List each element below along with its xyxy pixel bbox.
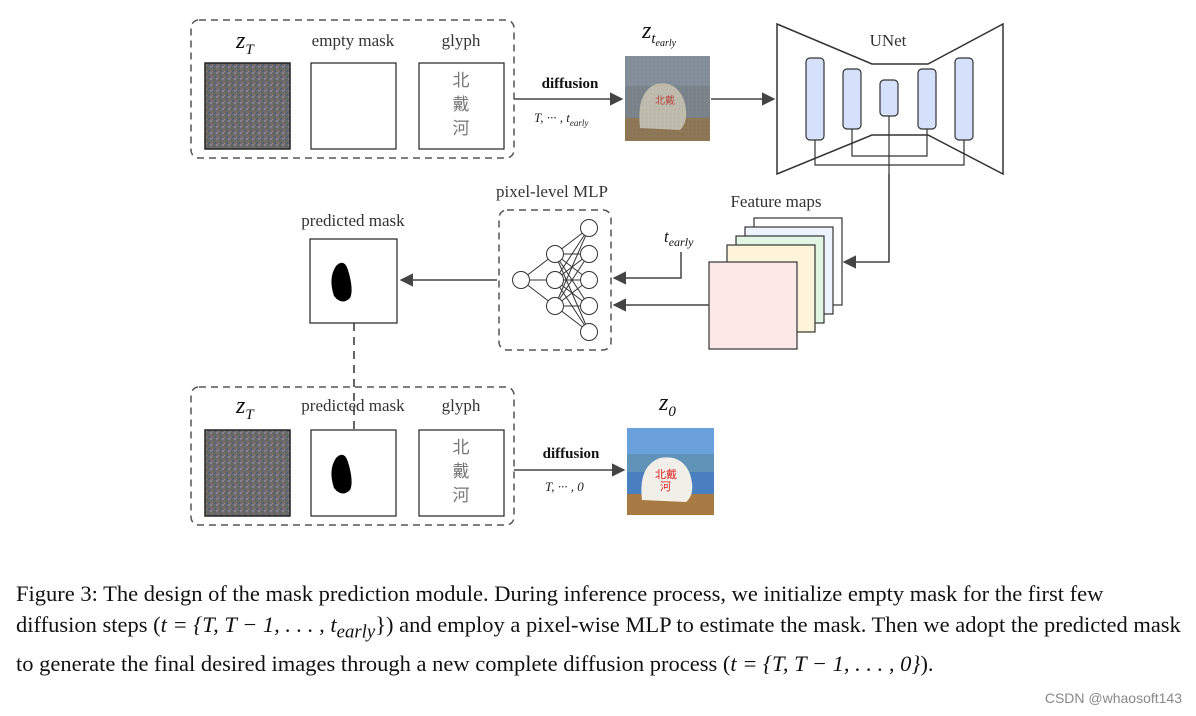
- top-empty-mask: [310, 62, 397, 150]
- bottom-glyph-box: [418, 429, 505, 517]
- watermark: CSDN @whaosoft143: [1044, 690, 1182, 706]
- z-t-early-label: ztearly: [641, 18, 677, 49]
- predicted-mask-blob: [331, 262, 352, 302]
- top-empty-mask-label: empty mask: [312, 31, 395, 50]
- mlp-label: pixel-level MLP: [496, 182, 608, 201]
- final-rock-image: 北戴 河: [627, 428, 714, 515]
- svg-text:河: 河: [660, 480, 671, 493]
- feature-maps-stack: [708, 217, 843, 350]
- noisy-rock-image: 北戴: [625, 56, 710, 141]
- final-diffusion-label: diffusion: [543, 446, 600, 462]
- mlp-neuron: [580, 297, 598, 315]
- bottom-mask-blob: [331, 454, 352, 494]
- svg-text:北戴: 北戴: [655, 467, 677, 481]
- bottom-input-group: [190, 386, 515, 526]
- early-diffusion-steps: T, ··· , tearly: [534, 110, 588, 128]
- unet-to-features-arrow: [842, 174, 890, 269]
- mlp-t-early-label: tearly: [664, 227, 694, 249]
- mlp-neuron: [580, 219, 598, 237]
- t-early-arrow: [612, 252, 682, 285]
- bottom-glyph-label: glyph: [442, 396, 481, 415]
- top-glyph-label: glyph: [442, 31, 481, 50]
- bottom-predicted-mask-label: predicted mask: [301, 396, 405, 415]
- predicted-mask-box: [309, 238, 398, 324]
- top-input-group: [190, 19, 515, 159]
- figure-caption: Figure 3: The design of the mask predict…: [16, 581, 1181, 676]
- bottom-glyph-char-1: 北: [453, 438, 470, 458]
- mlp-group: [498, 209, 612, 351]
- bottom-mask-box: [310, 429, 397, 517]
- top-glyph-char-1: 北: [453, 71, 470, 91]
- bottom-noise-latent: [204, 429, 291, 517]
- mlp-neuron: [512, 271, 530, 289]
- top-glyph-char-2: 戴: [453, 95, 470, 115]
- unet-blocks: [805, 57, 974, 141]
- mlp-neuron: [546, 297, 564, 315]
- mlp-network: [512, 219, 598, 341]
- bottom-glyph-char-2: 戴: [453, 462, 470, 482]
- top-glyph-box: [418, 62, 505, 150]
- bottom-zT-label: zT: [235, 393, 255, 423]
- final-diffusion-steps: T, ··· , 0: [545, 479, 584, 494]
- top-zT-label: zT: [235, 28, 255, 58]
- feature-maps-label: Feature maps: [730, 192, 821, 211]
- mlp-neuron: [546, 271, 564, 289]
- unet-label: UNet: [870, 31, 907, 50]
- mlp-neuron: [580, 245, 598, 263]
- mlp-neuron: [580, 271, 598, 289]
- z0-label: z0: [658, 390, 676, 420]
- bottom-glyph-char-3: 河: [453, 486, 470, 506]
- predicted-mask-label: predicted mask: [301, 211, 405, 230]
- top-glyph-char-3: 河: [453, 119, 470, 139]
- mlp-neuron: [580, 323, 598, 341]
- mlp-neuron: [546, 245, 564, 263]
- early-diffusion-label: diffusion: [542, 76, 599, 92]
- top-noise-latent: [204, 62, 291, 150]
